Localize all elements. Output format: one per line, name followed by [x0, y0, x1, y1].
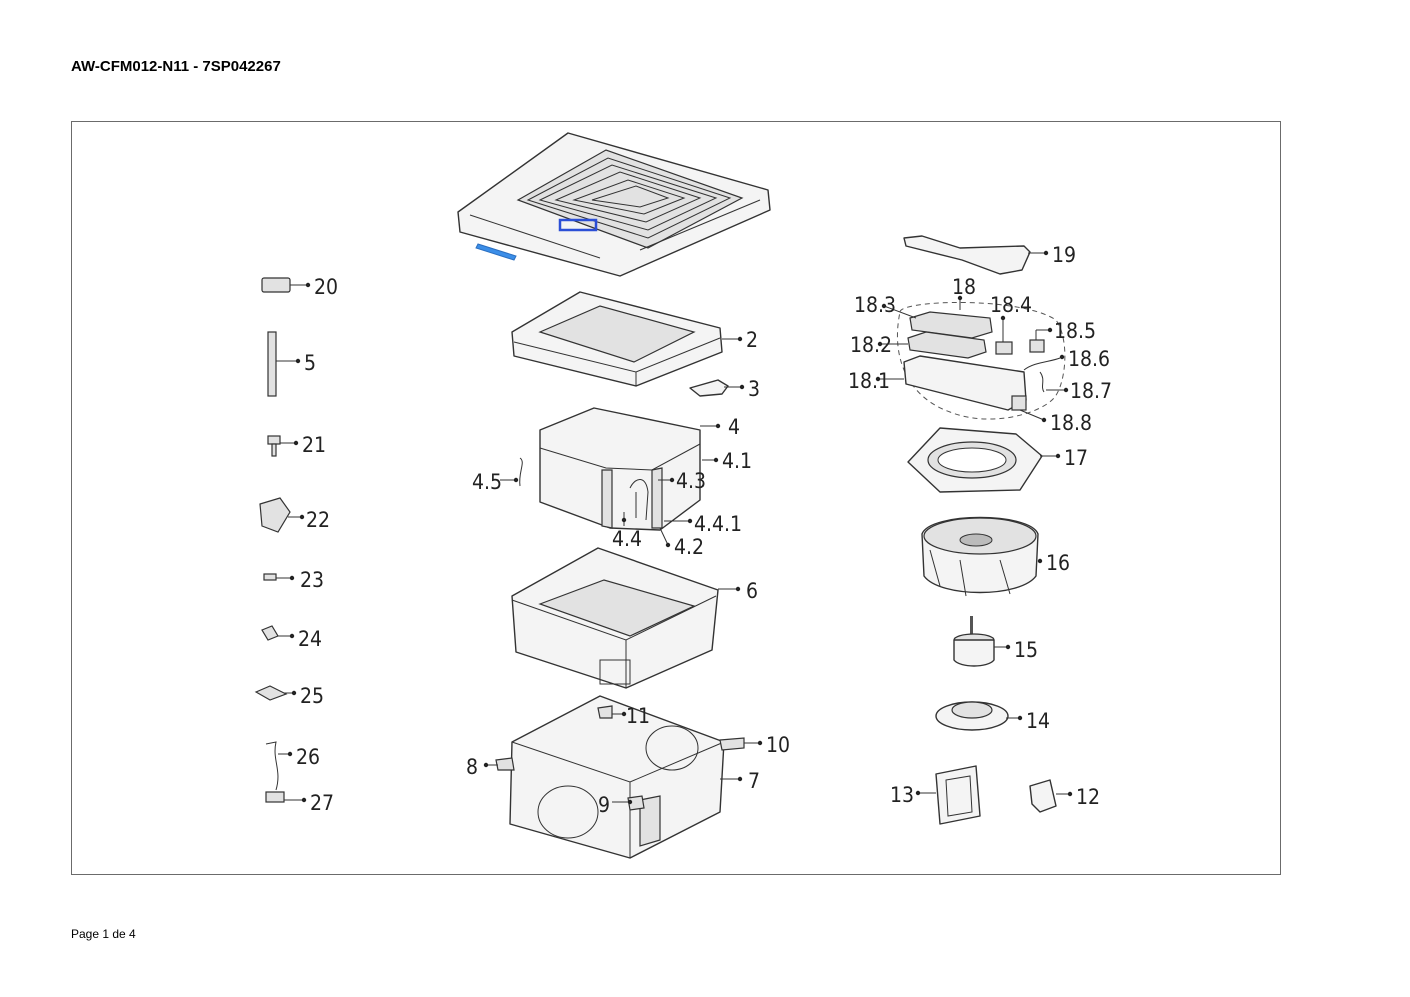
part-10-bracket [719, 737, 745, 751]
label-4-3: 4.3 [676, 469, 706, 493]
label-4-4-1: 4.4.1 [694, 512, 742, 536]
label-13: 13 [890, 783, 914, 807]
label-24: 24 [298, 627, 322, 651]
part-15-motor [953, 616, 995, 667]
label-18: 18 [952, 275, 976, 299]
label-18-7: 18.7 [1070, 379, 1112, 403]
part-13-bracket [935, 765, 981, 825]
label-2: 2 [746, 328, 758, 352]
part-18-8 [1011, 395, 1027, 411]
part-19-cover [903, 235, 1031, 275]
label-10: 10 [766, 733, 790, 757]
label-18-8: 18.8 [1050, 411, 1092, 435]
label-11: 11 [626, 704, 650, 728]
label-18-6: 18.6 [1068, 347, 1110, 371]
part-17-bell-mouth [907, 427, 1043, 493]
label-20: 20 [314, 275, 338, 299]
label-4-2: 4.2 [674, 535, 704, 559]
part-16-fan [921, 516, 1039, 597]
label-17: 17 [1064, 446, 1088, 470]
part-3-bracket [689, 379, 729, 397]
label-4-5: 4.5 [472, 470, 502, 494]
label-8: 8 [466, 755, 478, 779]
label-21: 21 [302, 433, 326, 457]
label-18-3: 18.3 [854, 293, 896, 317]
part-25 [254, 685, 288, 701]
group-18-outline [896, 302, 1066, 420]
part-5 [267, 331, 277, 397]
label-16: 16 [1046, 551, 1070, 575]
part-18-4 [995, 341, 1013, 355]
label-22: 22 [306, 508, 330, 532]
label-5: 5 [304, 351, 316, 375]
label-18-4: 18.4 [990, 293, 1032, 317]
label-18-1: 18.1 [848, 369, 890, 393]
document-title: AW-CFM012-N11 - 7SP042267 [71, 58, 281, 75]
label-27: 27 [310, 791, 334, 815]
label-18-5: 18.5 [1054, 319, 1096, 343]
label-19: 19 [1052, 243, 1076, 267]
part-14-motor-mount [935, 701, 1009, 731]
label-3: 3 [748, 377, 760, 401]
part-18-5 [1029, 339, 1045, 353]
louver-highlight [475, 243, 517, 261]
label-9: 9 [598, 793, 610, 817]
label-23: 23 [300, 568, 324, 592]
part-4-5-sensor [519, 457, 523, 487]
label-4-4: 4.4 [612, 527, 642, 551]
label-26: 26 [296, 745, 320, 769]
part-12-plate [1029, 779, 1057, 813]
part-21 [267, 435, 281, 457]
part-20 [261, 277, 291, 293]
part-2-chassis [511, 291, 723, 387]
part-18-6-wire [1023, 357, 1061, 371]
front-panel [457, 132, 771, 277]
part-7-cabinet [509, 695, 725, 859]
part-6-drain-pan [511, 547, 719, 689]
part-18-2-board [907, 331, 987, 359]
diagram-frame [71, 121, 1281, 875]
label-4-1: 4.1 [722, 449, 752, 473]
label-4: 4 [728, 415, 740, 439]
label-14: 14 [1026, 709, 1050, 733]
part-18-1-box [903, 355, 1027, 411]
label-25: 25 [300, 684, 324, 708]
label-18-2: 18.2 [850, 333, 892, 357]
part-23 [263, 573, 277, 581]
part-4-evaporator [539, 407, 701, 531]
part-11-hook [597, 705, 613, 719]
label-6: 6 [746, 579, 758, 603]
part-22 [259, 497, 291, 533]
part-18-3-board [909, 311, 993, 339]
part-9-clip [627, 795, 645, 811]
part-18-7-wire [1039, 371, 1045, 393]
part-8-bracket [495, 757, 515, 771]
label-15: 15 [1014, 638, 1038, 662]
display-panel-highlight [558, 218, 598, 232]
part-26-27 [265, 741, 285, 803]
label-7: 7 [748, 769, 760, 793]
page-footer: Page 1 de 4 [71, 927, 136, 941]
part-24 [261, 625, 279, 641]
label-12: 12 [1076, 785, 1100, 809]
